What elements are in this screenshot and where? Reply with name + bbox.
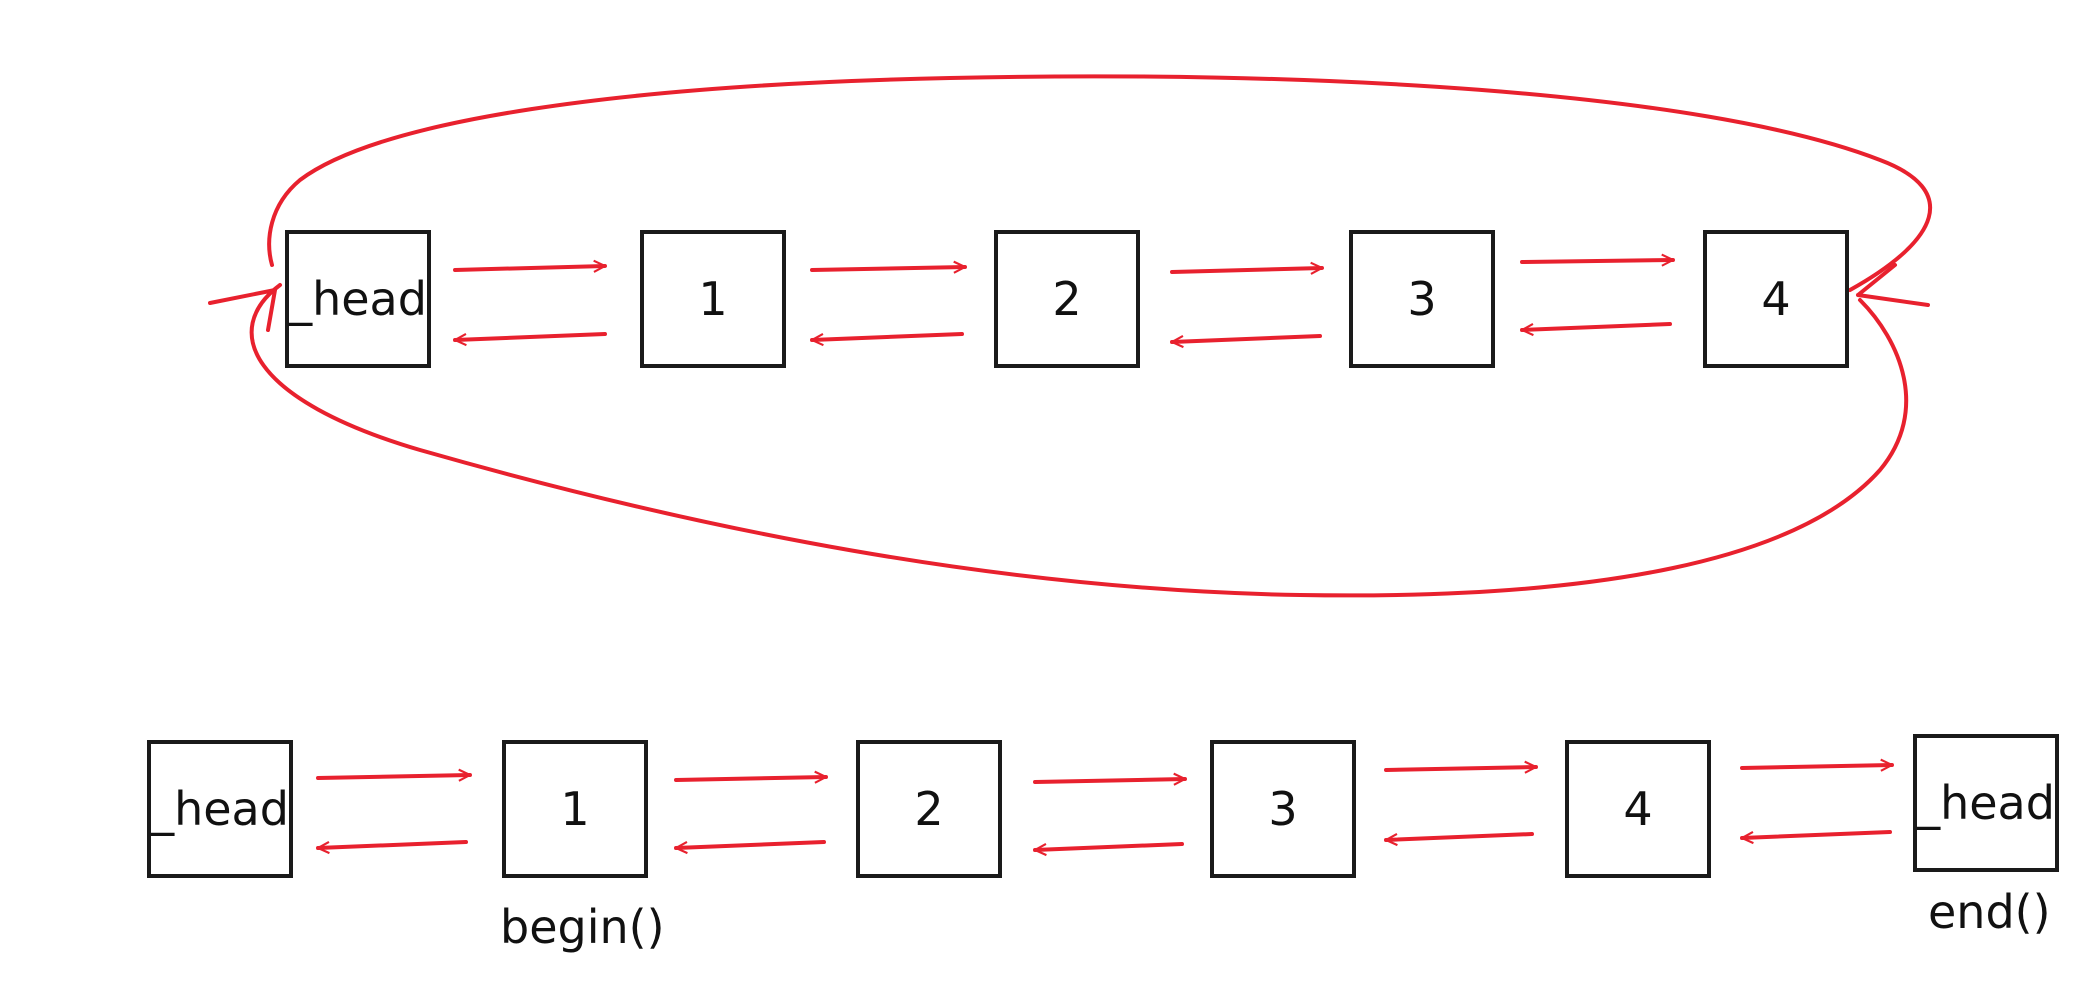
next-arrow xyxy=(453,266,607,270)
loop-arc-tail-head-arrow xyxy=(1856,263,1930,307)
loop-arc-head-to-tail xyxy=(249,283,1909,598)
prev-arrow xyxy=(1520,322,1672,330)
circular-node-head: _head xyxy=(285,230,431,368)
next-arrow xyxy=(1033,779,1187,782)
node-label: 2 xyxy=(914,782,944,836)
prev-arrow xyxy=(674,840,826,848)
next-arrow xyxy=(316,775,472,778)
linear-node-2: 2 xyxy=(856,740,1002,878)
node-label: 4 xyxy=(1761,272,1791,326)
linear-list-links xyxy=(316,765,1894,850)
circular-node-2: 2 xyxy=(994,230,1140,368)
loop-arc-tail-to-head xyxy=(267,74,1933,292)
circular-node-1: 1 xyxy=(640,230,786,368)
node-label: 2 xyxy=(1052,272,1082,326)
node-label: _head xyxy=(289,272,427,326)
loop-arc-head-arrow xyxy=(208,288,277,332)
prev-arrow xyxy=(1033,842,1184,850)
prev-arrow xyxy=(1740,830,1892,838)
circular-node-4: 4 xyxy=(1703,230,1849,368)
node-label: 4 xyxy=(1623,782,1653,836)
node-label: 1 xyxy=(698,272,728,326)
linear-node-sentinel-head: _head xyxy=(1913,734,2059,872)
next-arrow xyxy=(810,267,967,270)
linear-node-1: 1 xyxy=(502,740,648,878)
linear-node-3: 3 xyxy=(1210,740,1356,878)
prev-arrow xyxy=(810,332,964,340)
circular-list-links xyxy=(453,260,1675,342)
prev-arrow xyxy=(1384,832,1534,840)
next-arrow xyxy=(1170,268,1324,272)
linear-node-4: 4 xyxy=(1565,740,1711,878)
node-label: 3 xyxy=(1407,272,1437,326)
linear-node-head: _head xyxy=(147,740,293,878)
node-label: _head xyxy=(1917,776,2055,830)
prev-arrow xyxy=(316,840,468,848)
begin-label: begin() xyxy=(500,900,665,954)
node-label: _head xyxy=(151,782,289,836)
circular-node-3: 3 xyxy=(1349,230,1495,368)
node-label: 3 xyxy=(1268,782,1298,836)
next-arrow xyxy=(1520,260,1675,262)
prev-arrow xyxy=(453,332,607,340)
next-arrow xyxy=(1740,765,1894,768)
prev-arrow xyxy=(1170,334,1322,342)
next-arrow xyxy=(1384,767,1538,770)
node-label: 1 xyxy=(560,782,590,836)
end-label: end() xyxy=(1928,885,2051,939)
next-arrow xyxy=(674,777,828,780)
